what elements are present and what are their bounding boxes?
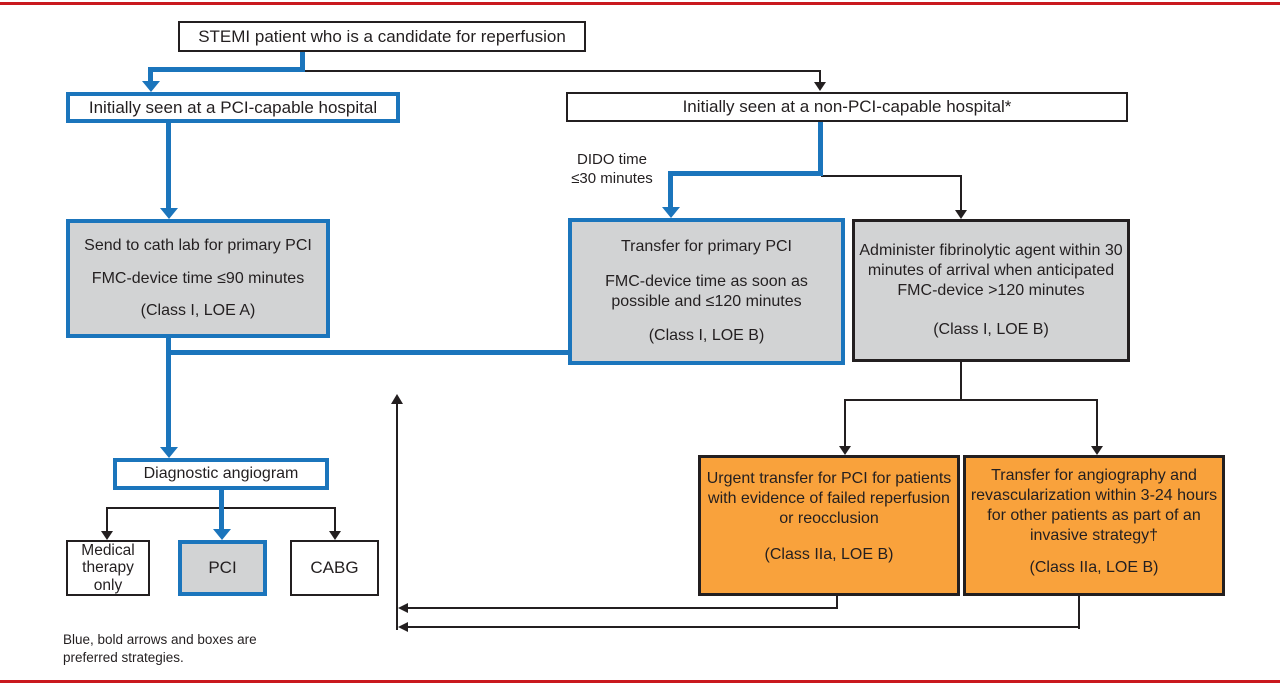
node-stemi-patient-label: STEMI patient who is a candidate for rep…	[198, 26, 566, 46]
node-diagnostic-angiogram-label: Diagnostic angiogram	[143, 465, 299, 482]
node-urgent-transfer-pci-line1: Urgent transfer for PCI for patients wit…	[706, 470, 952, 527]
arrow-into-cabg-box	[329, 531, 341, 540]
node-medical-therapy: Medical therapy only	[66, 540, 150, 596]
node-fibrinolytic-class: (Class I, LOE B)	[933, 321, 1049, 338]
arrow-into-angiography-box	[1091, 446, 1103, 455]
blue-pci-capable-to-cathlab	[166, 123, 171, 208]
node-transfer-angiography-class: (Class IIa, LOE B)	[1029, 559, 1159, 576]
arrow-feedback-lower	[398, 622, 408, 632]
arrow-into-transfer-box	[662, 207, 680, 218]
feedback-urgent-transfer-horizontal	[408, 607, 838, 609]
arrow-into-pci-box	[213, 529, 231, 540]
connector-nonpci-to-fibrinolytic-vertical	[960, 175, 962, 210]
node-pci-label: PCI	[208, 558, 237, 578]
connector-stemi-to-nonpci-vertical	[819, 70, 821, 83]
blue-drop-to-pci-capable	[148, 70, 153, 82]
legend-note-line2: preferred strategies.	[63, 650, 184, 666]
legend-note: Blue, bold arrows and boxes are preferre…	[63, 631, 313, 667]
connector-stemi-to-nonpci-horizontal	[303, 70, 821, 72]
node-non-pci-capable-hospital: Initially seen at a non-PCI-capable hosp…	[566, 92, 1128, 122]
node-non-pci-capable-hospital-label: Initially seen at a non-PCI-capable hosp…	[682, 97, 1012, 117]
node-cath-lab-line1: Send to cath lab for primary PCI	[84, 236, 312, 254]
node-transfer-primary-pci-line1: Transfer for primary PCI	[621, 237, 792, 255]
node-pci: PCI	[178, 540, 267, 596]
node-pci-capable-hospital-label: Initially seen at a PCI-capable hospital	[88, 97, 378, 117]
node-transfer-primary-pci-class: (Class I, LOE B)	[648, 327, 765, 345]
feedback-return-vertical	[396, 404, 398, 630]
arrow-feedback-upper	[398, 603, 408, 613]
arrow-into-fibrinolytic-box	[955, 210, 967, 219]
node-fibrinolytic: Administer fibrinolytic agent within 30 …	[852, 219, 1130, 362]
feedback-angiography-drop	[1078, 596, 1080, 629]
arrow-into-pci-capable-box	[142, 81, 160, 92]
top-red-rule	[0, 2, 1280, 5]
node-diagnostic-angiogram: Diagnostic angiogram	[113, 458, 329, 490]
arrow-into-medical-therapy-box	[101, 531, 113, 540]
connector-to-cabg-vertical	[334, 507, 336, 531]
dido-time-line1: DIDO time	[576, 151, 647, 168]
node-urgent-transfer-pci: Urgent transfer for PCI for patients wit…	[698, 455, 960, 596]
legend-note-line1: Blue, bold arrows and boxes are	[63, 632, 257, 647]
connector-fibrinolytic-stem	[960, 362, 962, 401]
arrow-feedback-return-up	[391, 394, 403, 404]
blue-drop-to-transfer	[668, 171, 673, 207]
connector-to-medical-therapy-vertical	[106, 507, 108, 531]
node-cabg: CABG	[290, 540, 379, 596]
node-cath-lab-line2: FMC-device time ≤90 minutes	[91, 269, 305, 287]
blue-transfer-merge-horizontal	[166, 350, 568, 355]
node-transfer-primary-pci: Transfer for primary PCI FMC-device time…	[568, 218, 845, 365]
feedback-urgent-transfer-drop	[836, 596, 838, 609]
node-cath-lab-class: (Class I, LOE A)	[140, 302, 256, 320]
node-stemi-patient: STEMI patient who is a candidate for rep…	[178, 21, 586, 52]
feedback-angiography-horizontal	[408, 626, 1080, 628]
blue-drop-from-nonpci	[818, 122, 823, 176]
arrow-into-urgent-transfer-box	[839, 446, 851, 455]
node-cath-lab: Send to cath lab for primary PCI FMC-dev…	[66, 219, 330, 338]
blue-stem-from-stemi	[300, 52, 305, 69]
dido-time-line2: ≤30 minutes	[571, 169, 653, 187]
node-cabg-label: CABG	[310, 558, 359, 578]
blue-angiogram-to-pci	[219, 490, 224, 530]
node-fibrinolytic-line1: Administer fibrinolytic agent within 30 …	[859, 242, 1123, 299]
arrow-into-angiogram-box	[160, 447, 178, 458]
node-transfer-angiography-line1: Transfer for angiography and revasculari…	[970, 467, 1218, 544]
arrow-into-nonpci-box	[814, 82, 826, 91]
connector-fibrinolytic-split-horizontal	[844, 399, 1098, 401]
node-urgent-transfer-pci-class: (Class IIa, LOE B)	[764, 546, 894, 563]
node-pci-capable-hospital: Initially seen at a PCI-capable hospital	[66, 92, 400, 123]
connector-nonpci-to-fibrinolytic-horizontal	[821, 175, 962, 177]
arrow-into-cathlab-box	[160, 208, 178, 219]
connector-to-urgent-transfer-vertical	[844, 399, 846, 447]
bottom-red-rule	[0, 680, 1280, 683]
node-transfer-angiography: Transfer for angiography and revasculari…	[963, 455, 1225, 596]
blue-cathlab-to-angiogram	[166, 338, 171, 448]
connector-to-angiography-vertical	[1096, 399, 1098, 447]
blue-horizontal-to-pci-capable	[148, 67, 305, 72]
blue-horizontal-to-transfer	[668, 171, 823, 176]
node-transfer-primary-pci-line2: FMC-device time as soon as possible and …	[605, 272, 808, 310]
dido-time-label: DIDO time ≤30 minutes	[566, 151, 658, 189]
node-medical-therapy-label: Medical therapy only	[81, 542, 135, 594]
